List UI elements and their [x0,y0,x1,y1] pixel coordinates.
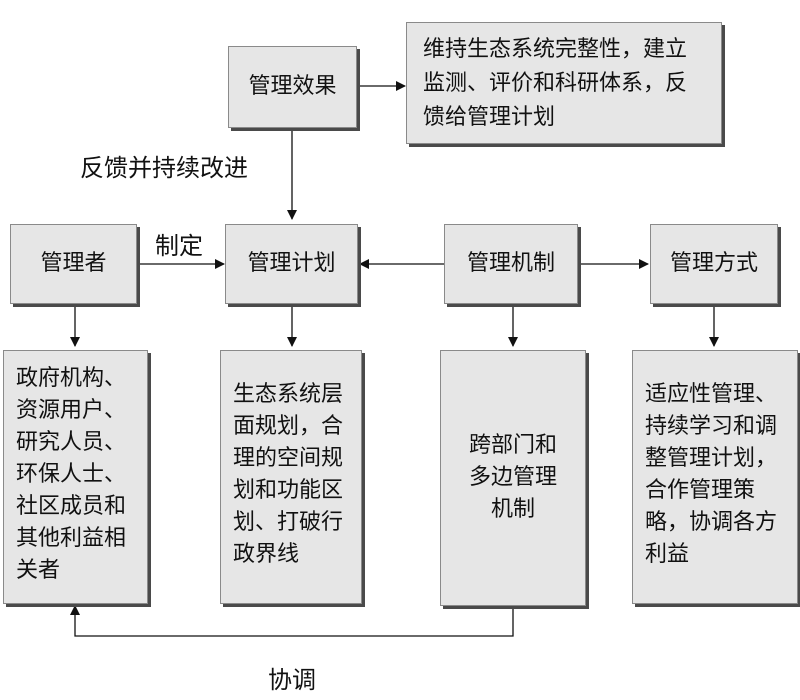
node-mechanism-detail-text: 跨部门和多边管理机制 [468,433,557,522]
label-feedback: 反馈并持续改进 [80,154,248,182]
node-stakeholders-text: 政府机构、资源用户、研究人员、环保人士、社区成员和其他利益相关者 [16,366,127,583]
node-management-plan: 管理计划 [225,224,358,304]
node-manager: 管理者 [10,224,137,304]
node-method-detail-text: 适应性管理、持续学习和调整管理计划，合作管理策略，协调各方利益 [645,382,778,567]
node-mechanism-detail: 跨部门和多边管理机制 [440,350,586,606]
node-manager-label: 管理者 [40,251,107,276]
node-management-method: 管理方式 [650,224,778,304]
arrow-coordinate-loop [70,605,514,637]
node-plan-detail-text: 生态系统层面规划，合理的空间规划和功能区划、打破行政界线 [233,382,344,567]
label-formulate: 制定 [155,232,203,260]
node-management-effect: 管理效果 [228,46,357,128]
node-stakeholders: 政府机构、资源用户、研究人员、环保人士、社区成员和其他利益相关者 [3,350,148,604]
node-management-method-label: 管理方式 [669,251,758,276]
node-effect-note: 维持生态系统完整性，建立监测、评价和科研体系，反馈给管理计划 [406,22,722,144]
node-management-mechanism-label: 管理机制 [466,251,555,276]
node-effect-note-text: 维持生态系统完整性，建立监测、评价和科研体系，反馈给管理计划 [423,37,688,130]
label-coordinate: 协调 [268,666,316,694]
node-management-plan-label: 管理计划 [247,251,336,276]
node-plan-detail: 生态系统层面规划，合理的空间规划和功能区划、打破行政界线 [220,350,362,604]
node-management-mechanism: 管理机制 [444,224,578,304]
node-management-effect-label: 管理效果 [248,74,337,99]
node-method-detail: 适应性管理、持续学习和调整管理计划，合作管理策略，协调各方利益 [632,350,798,604]
